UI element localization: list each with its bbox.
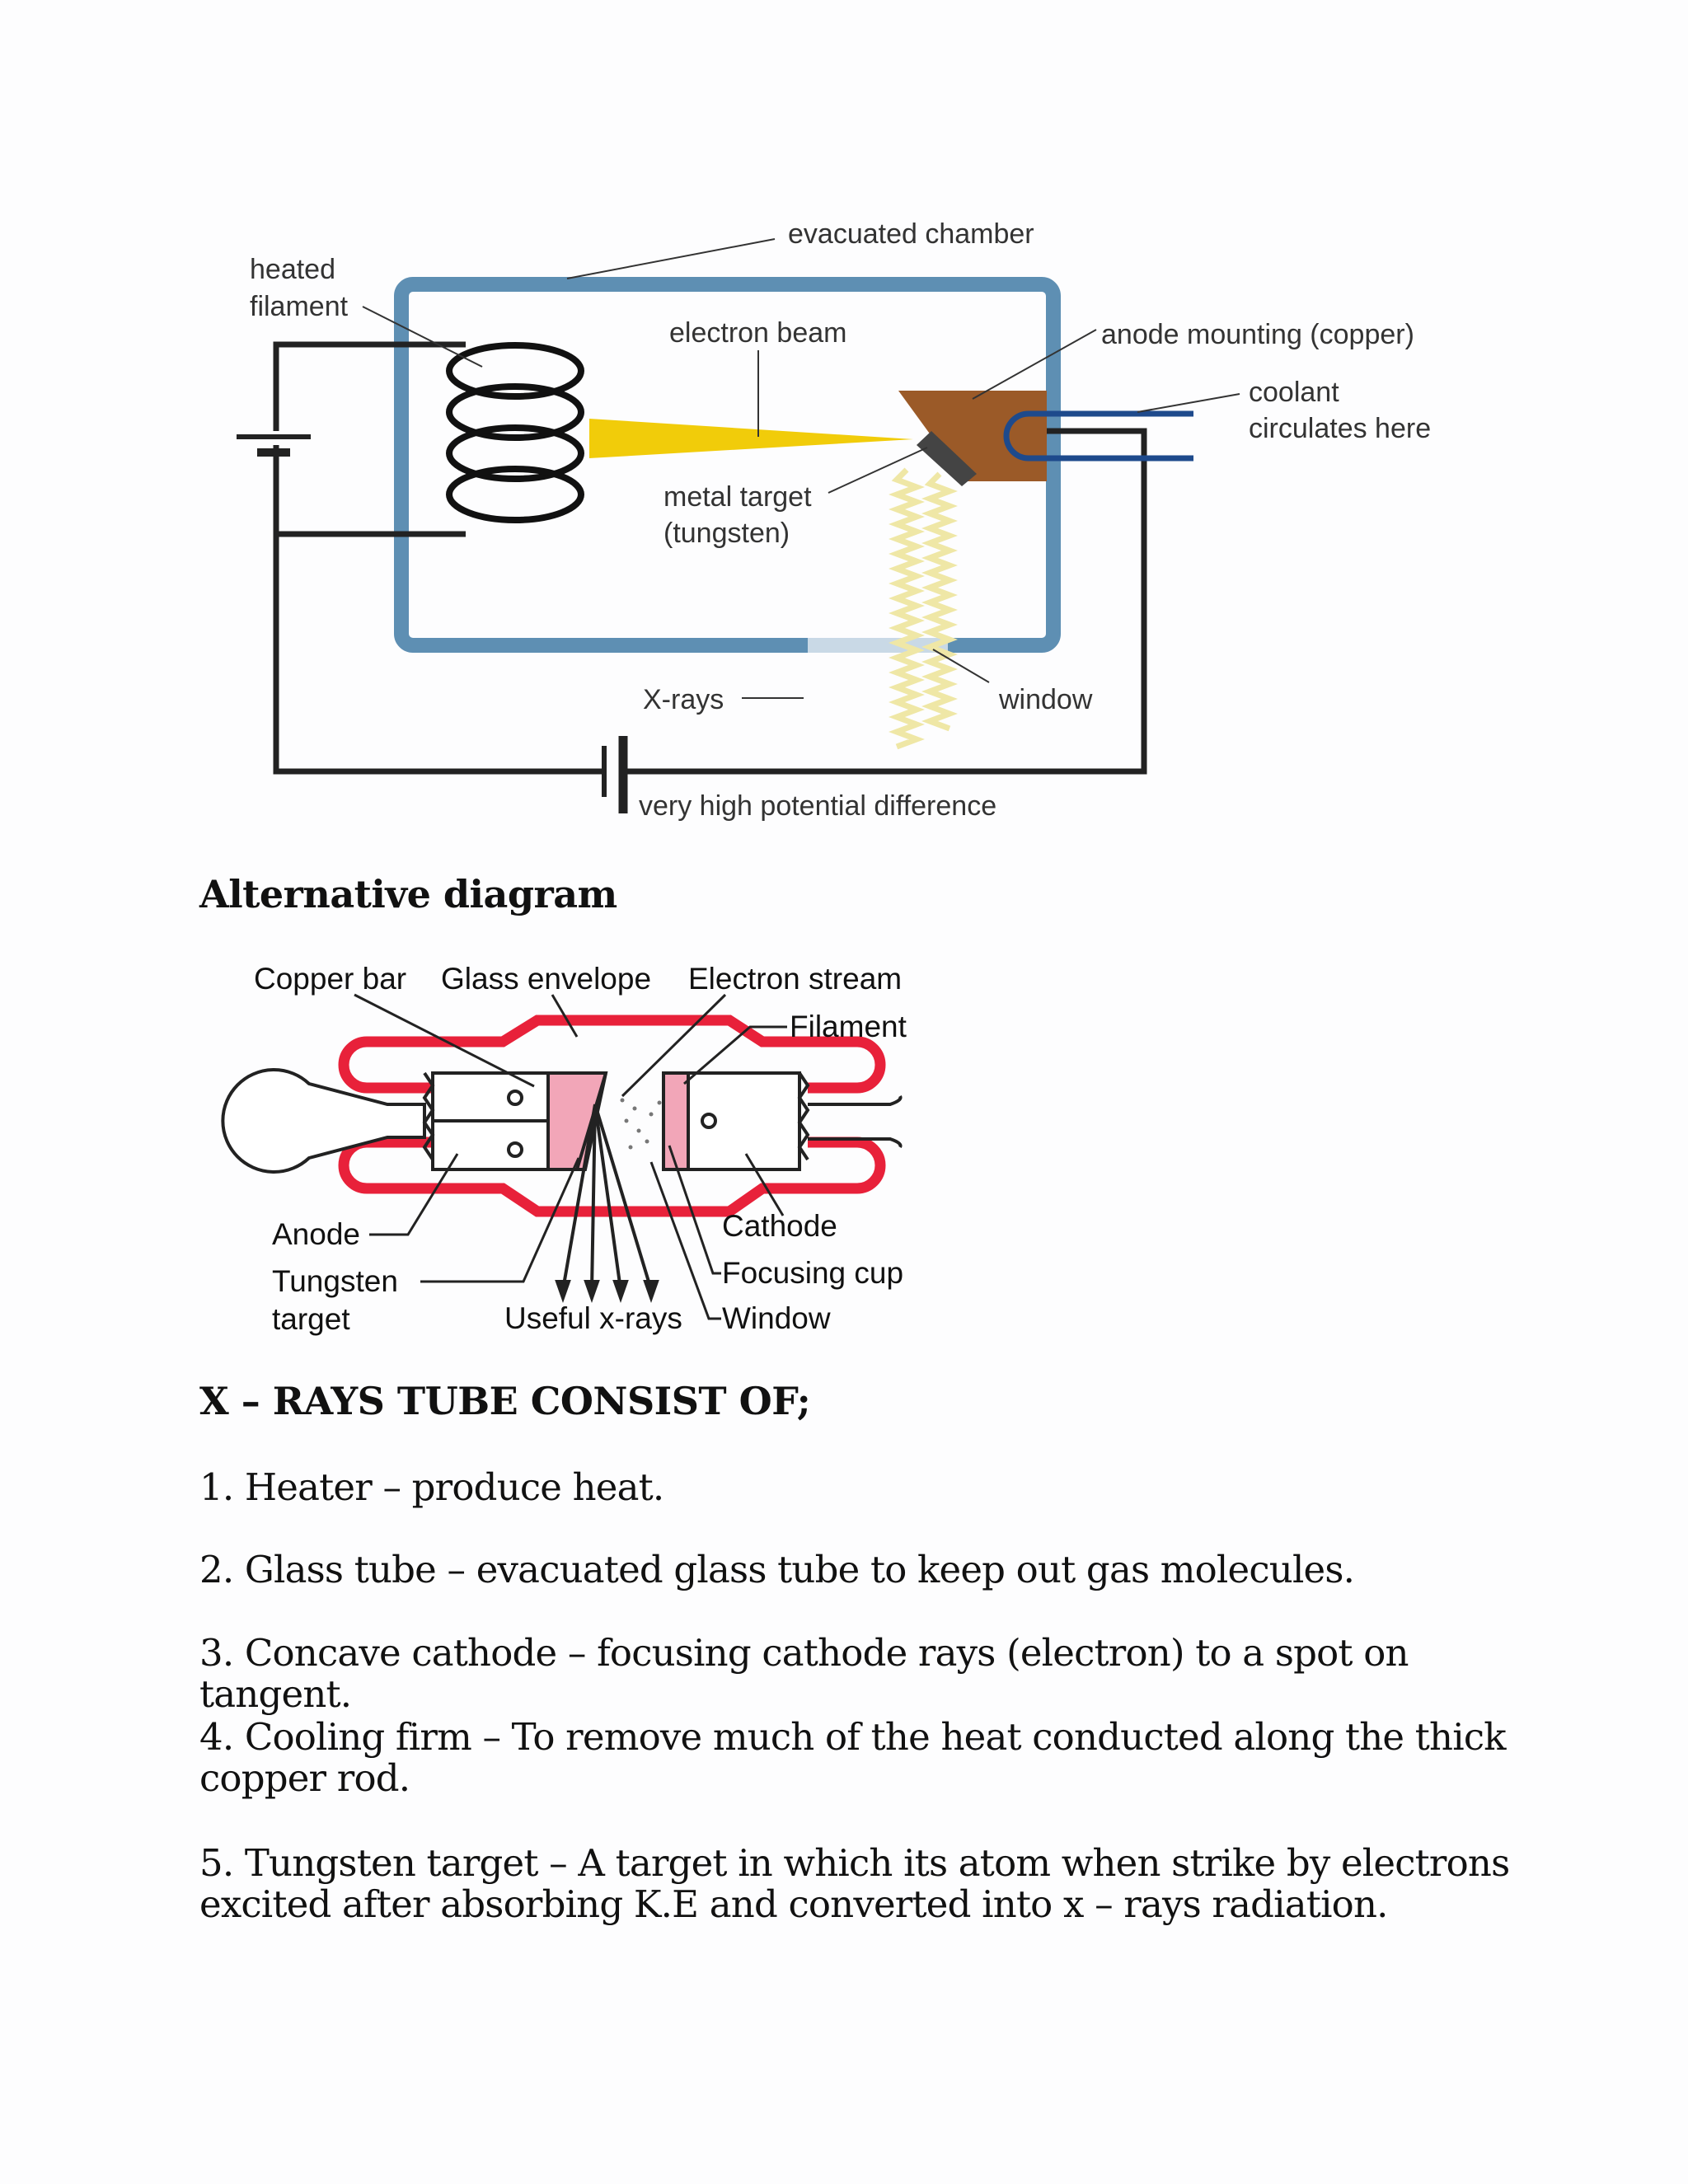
- xrays: [889, 467, 958, 750]
- label-electron-beam: electron beam: [669, 317, 846, 349]
- label-copper-bar: Copper bar: [254, 962, 406, 996]
- label-tungsten: Tungsten: [272, 1264, 398, 1298]
- high-voltage-circuit: [273, 428, 1147, 813]
- list-item-cooling-firm: 4. Cooling firm – To remove much of the …: [199, 1715, 1507, 1800]
- label-focusing-cup: Focusing cup: [722, 1256, 903, 1290]
- alternative-xray-tube-diagram: Copper bar Glass envelope Electron strea…: [221, 962, 907, 1336]
- label-evacuated-chamber: evacuated chamber: [788, 218, 1034, 250]
- label-useful-xrays: Useful x-rays: [504, 1301, 682, 1335]
- label-window: window: [998, 684, 1093, 715]
- list-item-heater: 1. Heater – produce heat.: [199, 1465, 664, 1509]
- label-coolant: coolant: [1249, 377, 1339, 408]
- label-circulates-here: circulates here: [1249, 413, 1431, 444]
- list-item-glass-tube: 2. Glass tube – evacuated glass tube to …: [199, 1548, 1355, 1591]
- metal-target: [917, 431, 977, 486]
- label-target: target: [272, 1302, 350, 1336]
- label-metal-target: metal target: [663, 481, 812, 513]
- leader-lines-2: [354, 993, 787, 1320]
- coolant-pipe: [1003, 410, 1193, 462]
- list-item-concave-cathode: 3. Concave cathode – focusing cathode ra…: [199, 1631, 1409, 1716]
- anode-mounting: [898, 391, 1047, 481]
- label-cathode: Cathode: [722, 1209, 837, 1243]
- copper-bar: [422, 1071, 550, 1171]
- cathode: [662, 1071, 903, 1171]
- alternative-diagram-heading: Alternative diagram: [199, 872, 617, 916]
- list-item-tungsten-target: 5. Tungsten target – A target in which i…: [199, 1841, 1510, 1926]
- label-electron-stream: Electron stream: [688, 962, 902, 996]
- xray-tube-diagram: heated filament evacuated chamber electr…: [237, 218, 1431, 822]
- label-glass-envelope: Glass envelope: [441, 962, 651, 996]
- electron-beam: [589, 419, 913, 458]
- label-window: Window: [722, 1301, 831, 1335]
- label-xrays: X-rays: [643, 684, 724, 715]
- anode-bulb: [221, 1068, 426, 1174]
- evacuated-chamber: [394, 277, 1061, 653]
- label-filament: Filament: [790, 1010, 907, 1043]
- consist-heading: X – RAYS TUBE CONSIST OF;: [199, 1379, 811, 1423]
- label-filament: filament: [250, 291, 349, 322]
- heated-filament: [446, 342, 584, 523]
- label-tungsten: (tungsten): [663, 518, 790, 549]
- useful-xrays: [555, 1104, 659, 1304]
- leader-lines: [362, 238, 1240, 699]
- label-potential-difference: very high potential difference: [639, 790, 996, 822]
- glass-envelope: [338, 1015, 886, 1217]
- label-heated: heated: [250, 254, 335, 285]
- label-anode: Anode: [272, 1217, 360, 1251]
- electron-stream: [620, 1098, 662, 1150]
- label-anode-mounting: anode mounting (copper): [1101, 319, 1414, 350]
